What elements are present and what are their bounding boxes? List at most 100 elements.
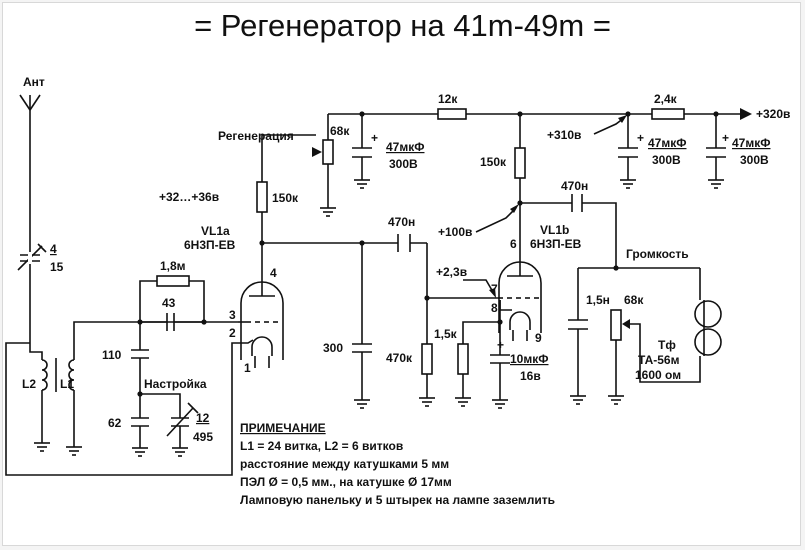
voltage-100-pointer <box>475 207 517 233</box>
resistor-1m8 <box>156 275 190 287</box>
capacitor-47uf-b <box>618 147 638 158</box>
voltage-310-pointer <box>593 117 625 135</box>
arrow-head <box>489 288 496 298</box>
notes-line: расстояние между катушками 5 мм <box>240 457 449 471</box>
ground-icon <box>319 207 337 217</box>
ground-icon <box>707 179 725 189</box>
volume-wiper-arrow <box>622 319 630 329</box>
tube-vl1b <box>498 261 542 341</box>
resistor-150k-a-label: 150к <box>272 191 299 205</box>
plus-sign: + <box>371 131 378 145</box>
tube-vl1b-pin7: 7 <box>491 282 498 296</box>
ground-icon <box>171 447 189 457</box>
ground-icon <box>33 442 51 452</box>
capacitor-47uf-c <box>706 147 726 158</box>
headphones-icon <box>694 300 722 356</box>
headphones-label-1: Тф <box>658 338 676 352</box>
capacitor-470n-b-label: 470н <box>561 179 588 193</box>
ground-icon <box>418 397 436 407</box>
plus-sign: + <box>722 131 729 145</box>
capacitor-1-5n <box>568 319 588 330</box>
voltage-310: +310в <box>547 128 581 142</box>
capacitor-47uf-c-label-bottom: 300В <box>740 153 769 167</box>
tube-vl1a <box>237 281 284 368</box>
ground-icon <box>131 447 149 457</box>
ground-icon <box>65 446 83 456</box>
volume-label: Громкость <box>626 247 689 261</box>
capacitor-470n-b <box>571 194 583 212</box>
capacitor-47uf-b-label-top: 47мкФ <box>648 136 686 150</box>
ground-icon <box>607 395 625 405</box>
ground-icon <box>353 179 371 189</box>
capacitor-47uf-a <box>352 147 372 158</box>
capacitor-47uf-b-label-bottom: 300В <box>652 153 681 167</box>
voltage-2-3: +2,3в <box>436 265 467 279</box>
coil-l1-label: L1 <box>60 377 74 391</box>
capacitor-10uf-label-bottom: 16в <box>520 369 541 383</box>
capacitor-110-label: 110 <box>102 348 122 362</box>
voltage-2-3-pointer <box>463 279 494 293</box>
notes-line: ПЭЛ Ø = 0,5 мм., на катушке Ø 17мм <box>240 475 452 489</box>
ground-icon <box>353 399 371 409</box>
variable-capacitor-tuning <box>166 402 199 437</box>
resistor-2-4k <box>651 108 685 120</box>
tube-vl1a-label: VL1a <box>201 224 230 238</box>
plus-sign: + <box>637 131 644 145</box>
capacitor-10uf <box>490 354 510 364</box>
capacitor-300-label: 300 <box>323 341 343 355</box>
regeneration-label: Регенерация <box>218 129 294 143</box>
tube-vl1a-pin1: 1 <box>244 361 251 375</box>
arrow-right-icon <box>740 108 752 120</box>
resistor-470k-label: 470к <box>386 351 413 365</box>
resistor-1-5k-label: 1,5к <box>434 327 458 341</box>
notes-line: Ламповую панельку и 5 штырек на лампе за… <box>240 493 555 507</box>
capacitor-300 <box>352 343 372 353</box>
capacitor-62-label: 62 <box>108 416 122 430</box>
ground-icon <box>454 397 472 407</box>
capacitor-10uf-label-top: 10мкФ <box>510 352 548 366</box>
resistor-150k-b <box>514 147 526 179</box>
voltage-320: +320в <box>756 107 790 121</box>
resistor-2-4k-label: 2,4к <box>654 92 678 106</box>
resistor-150k-a <box>256 181 268 213</box>
resistor-12k <box>437 108 467 120</box>
diagram-title: = Регенератор на 41m-49m = <box>194 8 611 43</box>
voltage-100: +100в <box>438 225 472 239</box>
resistor-1-5k <box>457 343 469 375</box>
capacitor-47uf-a-label-bottom: 300В <box>389 157 418 171</box>
ground-icon <box>619 179 637 189</box>
potentiometer-68k-b-label: 68к <box>624 293 644 307</box>
antenna-icon <box>19 94 41 111</box>
variable-capacitor-label-top: 12 <box>196 411 210 425</box>
resistor-12k-label: 12к <box>438 92 458 106</box>
antenna-trimmer-label-top: 4 <box>50 242 57 256</box>
tube-vl1a-pin2: 2 <box>229 326 236 340</box>
capacitor-470n-a <box>397 234 411 252</box>
resistor-150k-b-label: 150к <box>480 155 507 169</box>
tube-vl1b-pin9: 9 <box>535 331 542 345</box>
variable-capacitor-label-bottom: 495 <box>193 430 213 444</box>
resistor-470k <box>421 343 433 375</box>
resistor-1m8-label: 1,8м <box>160 259 186 273</box>
tube-vl1b-type: 6Н3П-ЕВ <box>530 237 582 251</box>
tube-vl1a-type: 6Н3П-ЕВ <box>184 238 236 252</box>
tube-vl1b-label: VL1b <box>540 223 569 237</box>
capacitor-470n-a-label: 470н <box>388 215 415 229</box>
coil-l2-label: L2 <box>22 377 36 391</box>
regeneration-wiper-arrow <box>312 147 322 157</box>
notes-line: L1 = 24 витка, L2 = 6 витков <box>240 439 403 453</box>
tuning-label: Настройка <box>144 377 207 391</box>
ground-icon <box>569 395 587 405</box>
potentiometer-volume <box>610 309 622 341</box>
capacitor-47uf-c-label-top: 47мкФ <box>732 136 770 150</box>
capacitor-43-label: 43 <box>162 296 176 310</box>
notes-heading: ПРИМЕЧАНИЕ <box>240 421 326 435</box>
antenna-label: Ант <box>23 75 45 89</box>
antenna-trimmer-label-bottom: 15 <box>50 260 64 274</box>
ground-icon <box>491 399 509 409</box>
potentiometer-regeneration <box>322 139 334 165</box>
headphones-label-2: ТА-56м <box>638 353 680 367</box>
tube-vl1b-pin8: 8 <box>491 301 498 315</box>
